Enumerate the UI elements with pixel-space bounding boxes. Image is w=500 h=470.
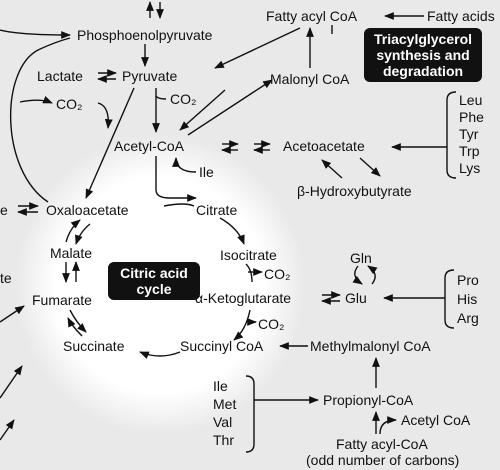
fumarate-label: Fumarate xyxy=(32,292,92,308)
amino-lys: Lys xyxy=(459,160,481,176)
propionyl-coa-label: Propionyl-CoA xyxy=(323,392,414,408)
fatty-acids-label: Fatty acids xyxy=(427,8,495,24)
amino-ile: Ile xyxy=(213,378,228,394)
co2-left-label: CO₂ xyxy=(56,96,83,112)
amino-arg: Arg xyxy=(457,310,479,326)
triacylglycerol-line3: degradation xyxy=(382,63,464,79)
acetyl-coa-label: Acetyl-CoA xyxy=(114,138,185,154)
lactate-label: Lactate xyxy=(37,68,83,84)
fatty-acyl-coa-odd-label: Fatty acyl-CoA xyxy=(336,436,428,452)
te-fragment-label: te xyxy=(0,270,12,286)
fatty-acyl-coa-label: Fatty acyl CoA xyxy=(266,8,358,24)
co2-pyruvate-label: CO₂ xyxy=(170,91,197,107)
amino-pro: Pro xyxy=(457,272,479,288)
amino-trp: Trp xyxy=(459,143,480,159)
amino-leu: Leu xyxy=(459,92,483,108)
acetyl-coa-small-label: Acetyl CoA xyxy=(401,412,471,428)
methylmalonyl-coa-label: Methylmalonyl CoA xyxy=(310,338,431,354)
citric-acid-cycle-line1: Citric acid xyxy=(120,265,188,281)
amino-met: Met xyxy=(213,396,237,412)
co2-akg-label: CO₂ xyxy=(258,316,285,332)
amino-tyr: Tyr xyxy=(459,126,479,142)
citrate-label: Citrate xyxy=(196,202,238,218)
triacylglycerol-box: Triacylglycerol synthesis and degradatio… xyxy=(364,28,482,82)
triacylglycerol-line1: Triacylglycerol xyxy=(373,31,473,47)
isocitrate-label: Isocitrate xyxy=(220,247,277,263)
phosphoenolpyruvate-label: Phosphoenolpyruvate xyxy=(77,27,213,43)
citric-acid-cycle-line2: cycle xyxy=(136,281,172,297)
ile-small-label: Ile xyxy=(199,164,214,180)
acetoacetate-label: Acetoacetate xyxy=(283,138,365,154)
gln-label: Gln xyxy=(350,250,372,266)
e-fragment-label: e xyxy=(0,202,8,218)
co2-isocitrate-label: CO₂ xyxy=(264,266,291,282)
alpha-ketoglutarate-label: α-Ketoglutarate xyxy=(195,290,292,306)
triacylglycerol-line2: synthesis and xyxy=(376,47,470,63)
amino-thr: Thr xyxy=(213,432,234,448)
oxaloacetate-label: Oxaloacetate xyxy=(46,202,129,218)
amino-phe: Phe xyxy=(459,109,484,125)
beta-hydroxybutyrate-label: β-Hydroxybutyrate xyxy=(297,183,412,199)
succinyl-coa-label: Succinyl CoA xyxy=(180,338,264,354)
malate-label: Malate xyxy=(50,245,93,261)
malonyl-coa-label: Malonyl CoA xyxy=(270,71,350,87)
citric-acid-cycle-box: Citric acid cycle xyxy=(108,262,200,300)
odd-carbons-label: (odd number of carbons) xyxy=(306,452,460,468)
amino-val: Val xyxy=(213,414,233,430)
pyruvate-label: Pyruvate xyxy=(122,68,178,84)
glu-label: Glu xyxy=(345,290,367,306)
amino-his: His xyxy=(457,291,478,307)
succinate-label: Succinate xyxy=(63,338,125,354)
